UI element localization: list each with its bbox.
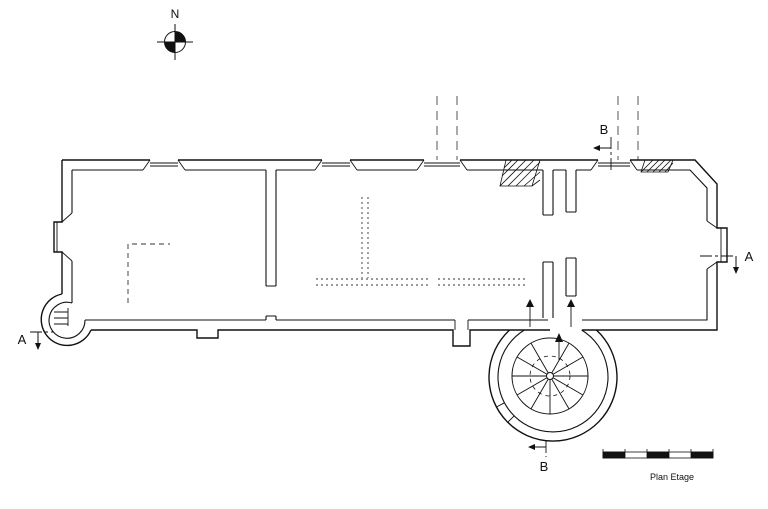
north-label: N	[171, 7, 180, 21]
spiral-steps	[512, 342, 588, 414]
section-b-bottom-label: B	[540, 459, 549, 474]
section-b-bottom-arrow-icon	[528, 444, 535, 450]
stair-direction-arrow	[555, 333, 563, 360]
spiral-staircase-tower	[488, 329, 618, 442]
newel-post	[546, 372, 554, 380]
stair-walking-line	[529, 355, 571, 397]
left-round-tower	[40, 293, 92, 347]
section-a-right-label: A	[745, 249, 754, 264]
tower-door-jambs	[496, 402, 515, 423]
north-compass: N	[157, 7, 193, 60]
section-marker-b-bottom: B	[528, 441, 548, 474]
tower-steps	[54, 308, 69, 326]
section-b-top-label: B	[600, 122, 609, 137]
drawing-caption: Plan Etage	[650, 472, 694, 482]
section-marker-a-left: A	[18, 331, 54, 350]
section-marker-a-right: A	[700, 249, 754, 274]
scale-bar	[602, 449, 714, 459]
door-direction-arrows	[526, 299, 575, 327]
overhead-dashed-outline	[127, 243, 170, 303]
ceiling-beam-dotted-lines	[316, 197, 528, 286]
building-inner-walls	[71, 169, 708, 321]
section-b-top-arrow-icon	[593, 145, 600, 151]
section-a-left-arrow-icon	[35, 343, 41, 350]
section-a-left-label: A	[18, 332, 27, 347]
wall-hatch	[499, 159, 674, 187]
section-a-right-arrow-icon	[733, 267, 739, 274]
dashed-projection-lines	[436, 96, 639, 160]
building-outer-walls	[53, 159, 728, 347]
interior-partition-walls	[265, 170, 577, 320]
section-marker-b-top: B	[593, 122, 612, 170]
window-details	[56, 159, 722, 330]
